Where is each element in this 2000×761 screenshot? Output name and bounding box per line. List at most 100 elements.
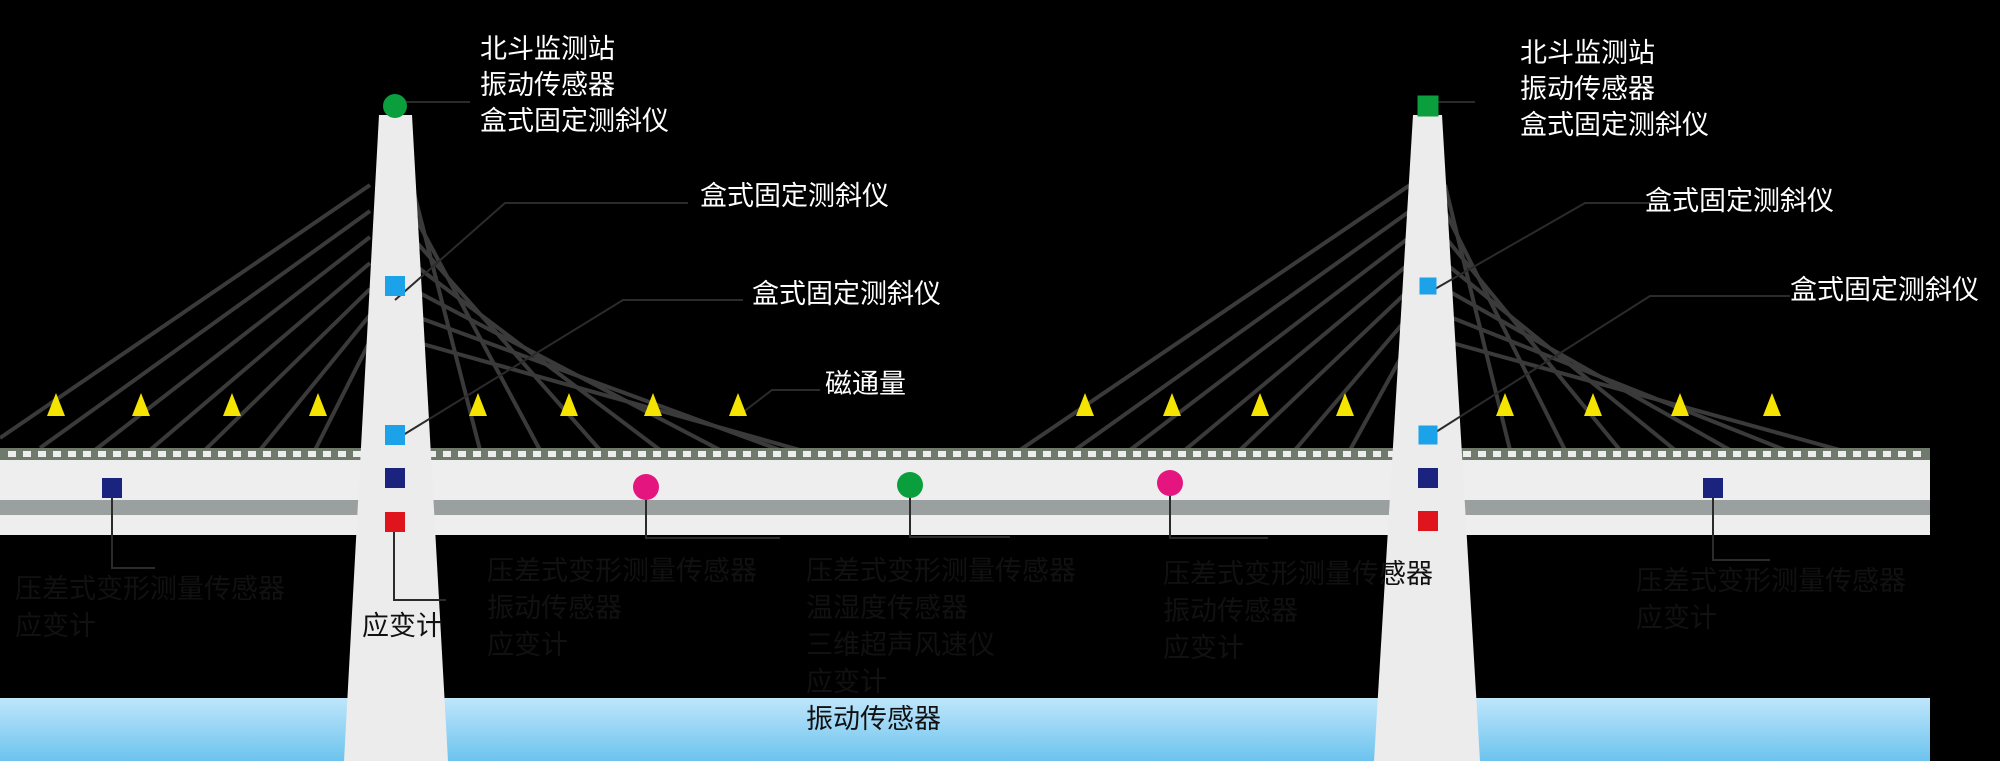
railing-gap — [593, 451, 601, 457]
railing-gap — [833, 451, 841, 457]
label-text: 盒式固定测斜仪 — [1645, 186, 1834, 217]
railing-gap — [1673, 451, 1681, 457]
railing-gap — [38, 451, 46, 457]
railing-gap — [908, 451, 916, 457]
railing-gap — [863, 451, 871, 457]
label-text: 应变计 — [362, 611, 443, 642]
yellow-triangle-icon — [1763, 393, 1781, 416]
label-text: 振动传感器 — [480, 70, 615, 101]
railing-gap — [533, 451, 541, 457]
railing-gap — [983, 451, 991, 457]
railing-gap — [1883, 451, 1891, 457]
magenta-circle-icon — [633, 474, 659, 500]
blue-square-icon — [385, 276, 405, 296]
railing-gap — [1838, 451, 1846, 457]
label-text: 北斗监测站 — [1520, 38, 1655, 69]
railing-gap — [1823, 451, 1831, 457]
label-text: 盒式固定测斜仪 — [480, 106, 669, 137]
label-text: 压差式变形测量传感器 — [487, 556, 757, 587]
label-text: 三维超声风速仪 — [806, 630, 995, 661]
railing-gap — [1493, 451, 1501, 457]
stay-cable — [410, 210, 542, 451]
railing-gap — [263, 451, 271, 457]
label-text: 盒式固定测斜仪 — [1790, 275, 1979, 306]
railing-gap — [158, 451, 166, 457]
leader-lines — [111, 101, 1790, 601]
railing-gap — [1013, 451, 1021, 457]
yellow-triangle-icon — [1251, 393, 1269, 416]
river-water — [0, 698, 1930, 761]
leader-line — [394, 202, 688, 301]
railing-gap — [1073, 451, 1081, 457]
label-text: 振动传感器 — [487, 593, 622, 624]
green-circle-icon — [383, 94, 407, 118]
railing-gap — [23, 451, 31, 457]
label-text: 压差式变形测量传感器 — [15, 574, 285, 605]
railing-gap — [728, 451, 736, 457]
railing-gap — [698, 451, 706, 457]
stay-cable — [148, 261, 372, 452]
railing-gap — [1778, 451, 1786, 457]
stay-cable — [0, 183, 372, 440]
yellow-triangle-icon — [1671, 393, 1689, 416]
railing-gap — [1763, 451, 1771, 457]
green-circle-icon — [1417, 95, 1439, 117]
navy-square-icon — [1418, 468, 1438, 488]
railing-gap — [1688, 451, 1696, 457]
sensors — [47, 94, 1781, 532]
railing-gap — [1748, 451, 1756, 457]
leader-line — [1712, 490, 1770, 561]
leader-line — [394, 299, 743, 441]
railing-gap — [113, 451, 121, 457]
railing-gap — [323, 451, 331, 457]
leader-line — [737, 389, 820, 417]
railing-gap — [473, 451, 481, 457]
railing-gap — [353, 451, 361, 457]
railing-gap — [1853, 451, 1861, 457]
railing-gap — [83, 451, 91, 457]
railing-gap — [1253, 451, 1261, 457]
railing-gap — [1913, 451, 1921, 457]
railing-gap — [1133, 451, 1141, 457]
railing-gap — [1298, 451, 1306, 457]
railing-gap — [743, 451, 751, 457]
stay-cable — [1238, 287, 1412, 452]
label-text: 压差式变形测量传感器 — [1636, 566, 1906, 597]
stay-cable — [1444, 313, 1786, 452]
yellow-triangle-icon — [1584, 393, 1602, 416]
railing-gap — [1793, 451, 1801, 457]
label-text: 盒式固定测斜仪 — [752, 279, 941, 310]
railing-gap — [1868, 451, 1876, 457]
leader-line — [1169, 490, 1268, 539]
stay-cable — [313, 340, 372, 451]
railing-gap — [1598, 451, 1606, 457]
blue-square-icon — [385, 425, 405, 445]
red-square-icon — [1418, 511, 1438, 531]
railing-gap — [488, 451, 496, 457]
railing-gap — [1043, 451, 1051, 457]
railing-gap — [923, 451, 931, 457]
railing-gap — [758, 451, 766, 457]
railing-gap — [1463, 451, 1471, 457]
red-square-icon — [385, 512, 405, 532]
label-text: 盒式固定测斜仪 — [700, 181, 889, 212]
railing-gap — [1268, 451, 1276, 457]
railing-gap — [1283, 451, 1291, 457]
stay-cable — [203, 287, 372, 452]
railing-gap — [773, 451, 781, 457]
leader-line — [909, 490, 1010, 538]
leader-line — [1427, 202, 1650, 294]
label-text: 应变计 — [1636, 603, 1717, 634]
stay-cable — [1444, 339, 1841, 452]
yellow-triangle-icon — [223, 393, 241, 416]
railing-gap — [1313, 451, 1321, 457]
yellow-triangle-icon — [729, 393, 747, 416]
railing-gap — [1328, 451, 1336, 457]
railing-gap — [338, 451, 346, 457]
railing-gap — [218, 451, 226, 457]
railing-gap — [1088, 451, 1096, 457]
railing-gap — [278, 451, 286, 457]
blue-square-icon — [1419, 277, 1437, 295]
label-text: 应变计 — [806, 667, 887, 698]
railing-gap — [1538, 451, 1546, 457]
